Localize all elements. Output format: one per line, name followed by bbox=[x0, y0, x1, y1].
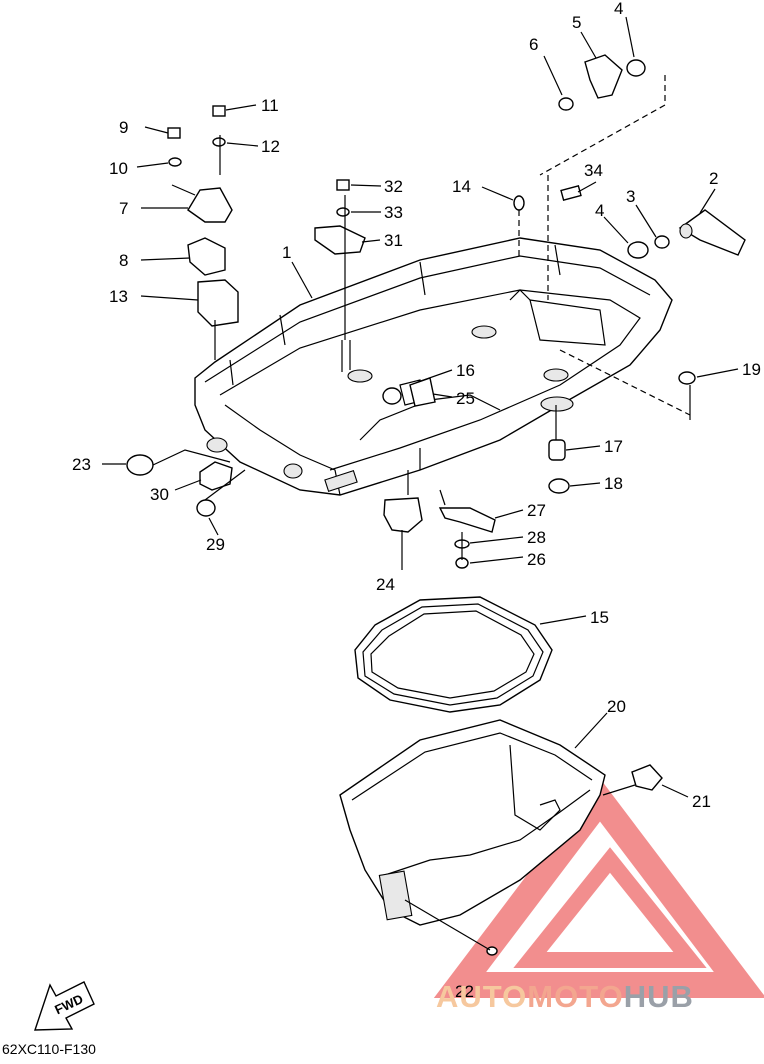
washer-part-10 bbox=[168, 157, 182, 167]
grommet-part-16 bbox=[382, 387, 402, 405]
callout-10: 10 bbox=[109, 159, 128, 178]
watermark-part1: AUTO bbox=[436, 979, 528, 1014]
clip-part-21 bbox=[631, 764, 663, 791]
callout-18: 18 bbox=[604, 474, 623, 493]
grommet-part-24 bbox=[383, 497, 423, 533]
bracket-part-5 bbox=[584, 54, 623, 99]
lever-part-2 bbox=[678, 209, 746, 256]
callout-20: 20 bbox=[607, 697, 626, 716]
callout-7: 7 bbox=[119, 199, 128, 218]
grommet-part-4b bbox=[626, 59, 646, 77]
callout-17: 17 bbox=[604, 437, 623, 456]
bolt-part-32 bbox=[336, 179, 350, 191]
clip-part-14 bbox=[513, 195, 525, 211]
watermark-part2: MOTO bbox=[527, 979, 624, 1014]
washer-part-33 bbox=[336, 207, 350, 217]
grommet-part-4a bbox=[627, 241, 649, 259]
diagram-code: 62XC110-F130 bbox=[2, 1041, 96, 1057]
plug-part-23 bbox=[126, 454, 154, 476]
fwd-arrow-icon: FWD bbox=[34, 981, 95, 1031]
callout-labels: 1 2 3 4 4 5 6 7 8 9 10 11 12 13 14 15 16… bbox=[72, 0, 761, 1001]
leader-lines bbox=[102, 16, 739, 798]
callout-21: 21 bbox=[692, 792, 711, 811]
callout-31: 31 bbox=[384, 231, 403, 250]
callout-29: 29 bbox=[206, 535, 225, 554]
washer-part-3 bbox=[654, 235, 670, 249]
washer-part-12 bbox=[212, 137, 226, 147]
grommet-part-30 bbox=[199, 461, 233, 491]
callout-27: 27 bbox=[527, 501, 546, 520]
bolt-part-19 bbox=[678, 371, 696, 385]
callout-5: 5 bbox=[572, 13, 581, 32]
callout-26: 26 bbox=[527, 550, 546, 569]
callout-8: 8 bbox=[119, 251, 128, 270]
pad-part-31 bbox=[314, 225, 366, 255]
callout-16: 16 bbox=[456, 361, 475, 380]
grommet-part-29 bbox=[196, 499, 216, 517]
callout-30: 30 bbox=[150, 485, 169, 504]
callout-3: 3 bbox=[626, 187, 635, 206]
watermark-triangle-icon bbox=[433, 778, 764, 998]
callout-4b: 4 bbox=[614, 0, 623, 18]
callout-1: 1 bbox=[282, 243, 291, 262]
block-part-8 bbox=[187, 237, 226, 276]
bolt-part-11 bbox=[212, 105, 226, 117]
callout-13: 13 bbox=[109, 287, 128, 306]
bracket-part-27 bbox=[438, 507, 496, 533]
watermark-part3: HUB bbox=[623, 979, 694, 1014]
callout-15: 15 bbox=[590, 608, 609, 627]
bolt-part-6 bbox=[558, 97, 574, 111]
callout-34: 34 bbox=[584, 161, 603, 180]
bottom-cowling bbox=[194, 237, 673, 496]
callout-2: 2 bbox=[709, 169, 718, 188]
callout-32: 32 bbox=[384, 177, 403, 196]
callout-14: 14 bbox=[452, 177, 471, 196]
callout-33: 33 bbox=[384, 203, 403, 222]
callout-19: 19 bbox=[742, 360, 761, 379]
lower-cover-20 bbox=[339, 719, 606, 926]
screw-part-22 bbox=[486, 946, 498, 956]
callout-23: 23 bbox=[72, 455, 91, 474]
callout-11: 11 bbox=[261, 96, 279, 115]
callout-6: 6 bbox=[529, 35, 538, 54]
callout-4a: 4 bbox=[595, 201, 604, 220]
bolt-part-9 bbox=[167, 127, 181, 139]
callout-25: 25 bbox=[456, 389, 475, 408]
callout-9: 9 bbox=[119, 118, 128, 137]
callout-24: 24 bbox=[376, 575, 395, 594]
watermark-text: AUTOMOTOHUB bbox=[436, 979, 694, 1015]
small-parts bbox=[126, 54, 746, 956]
grommet-part-17 bbox=[548, 439, 566, 461]
label-part-34 bbox=[560, 184, 582, 202]
clamp-part-7 bbox=[187, 187, 233, 223]
guide-lines bbox=[152, 75, 691, 951]
collar-part-18 bbox=[548, 478, 570, 494]
callout-22: 22 bbox=[455, 982, 474, 1001]
callout-12: 12 bbox=[261, 137, 280, 156]
block-part-13 bbox=[197, 279, 239, 327]
callout-28: 28 bbox=[527, 528, 546, 547]
rubber-seal-15 bbox=[354, 596, 553, 713]
